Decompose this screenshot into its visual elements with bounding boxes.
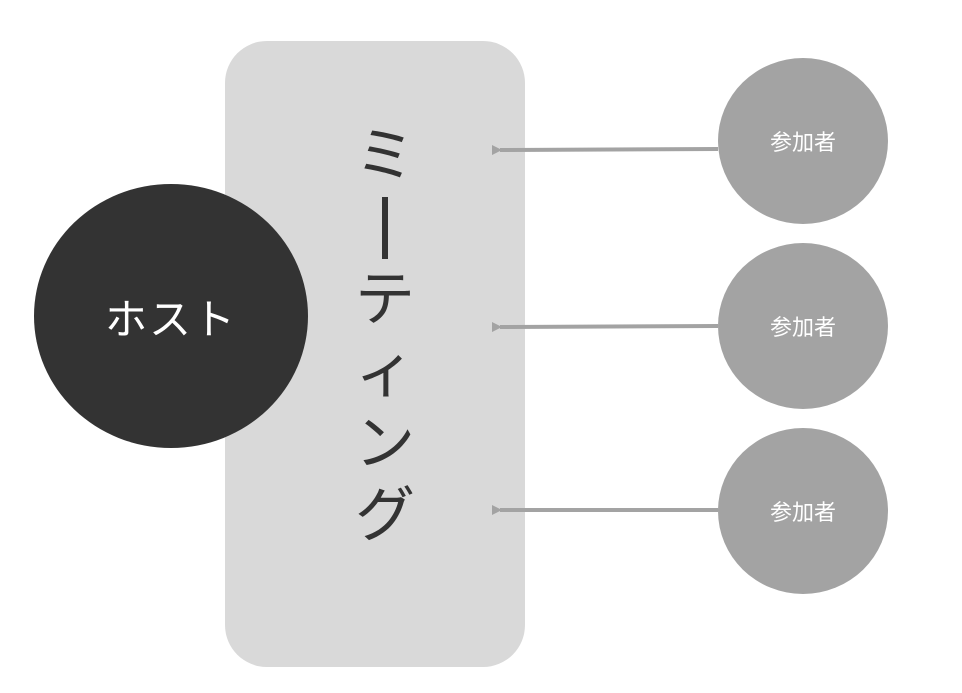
meeting-char-1: ミ: [355, 121, 415, 191]
meeting-char-5: ン: [355, 409, 415, 479]
meeting-char-2-bar: [382, 197, 388, 259]
participant-label-3: 参加者: [769, 501, 836, 526]
participant-label-2: 参加者: [769, 316, 836, 341]
arrow-2: [491, 322, 719, 333]
participant-label-1: 参加者: [769, 131, 836, 156]
participant-node-1: 参加者: [718, 58, 888, 224]
participant-node-3: 参加者: [718, 428, 888, 594]
meeting-char-6: グ: [355, 481, 415, 551]
participant-node-2: 参加者: [718, 243, 888, 409]
meeting-label: ミ テ ィ ン グ: [340, 120, 430, 552]
meeting-char-4: ィ: [355, 337, 415, 407]
meeting-char-3: テ: [355, 265, 415, 335]
host-node: ホスト: [34, 184, 308, 448]
arrow-1: [491, 145, 719, 156]
host-label: ホスト: [104, 294, 237, 344]
